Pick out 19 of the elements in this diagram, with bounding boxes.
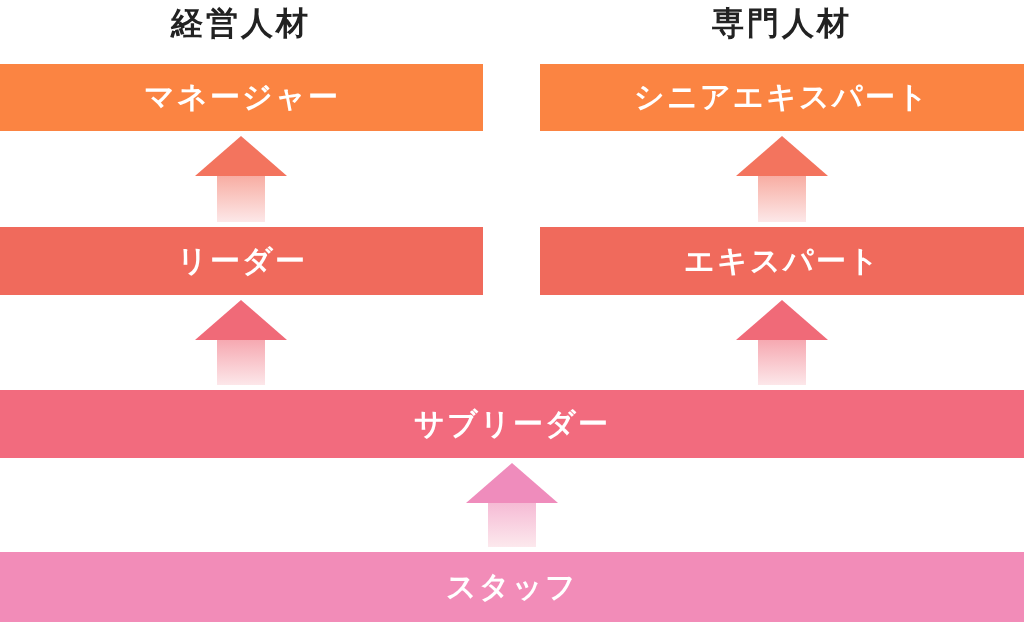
- level-label: マネージャー: [143, 78, 340, 116]
- block-arrow: [195, 136, 287, 222]
- level-band: [0, 552, 1024, 622]
- level-label: シニアエキスパート: [634, 78, 930, 116]
- level-label: リーダー: [176, 241, 307, 280]
- block-arrow: [195, 300, 287, 385]
- level-band: [540, 227, 1024, 295]
- level-label: エキスパート: [683, 241, 881, 280]
- level-label: サブリーダー: [414, 404, 610, 443]
- block-arrow: [736, 136, 828, 222]
- level-label: スタッフ: [446, 567, 578, 606]
- block-arrow: [466, 463, 558, 547]
- block-arrow: [736, 300, 828, 385]
- level-band: [540, 64, 1024, 131]
- level-band: [0, 390, 1024, 458]
- column-heading: 経営人材: [171, 3, 311, 44]
- level-band: [0, 64, 483, 131]
- column-heading: 専門人材: [712, 3, 852, 44]
- level-band: [0, 227, 483, 295]
